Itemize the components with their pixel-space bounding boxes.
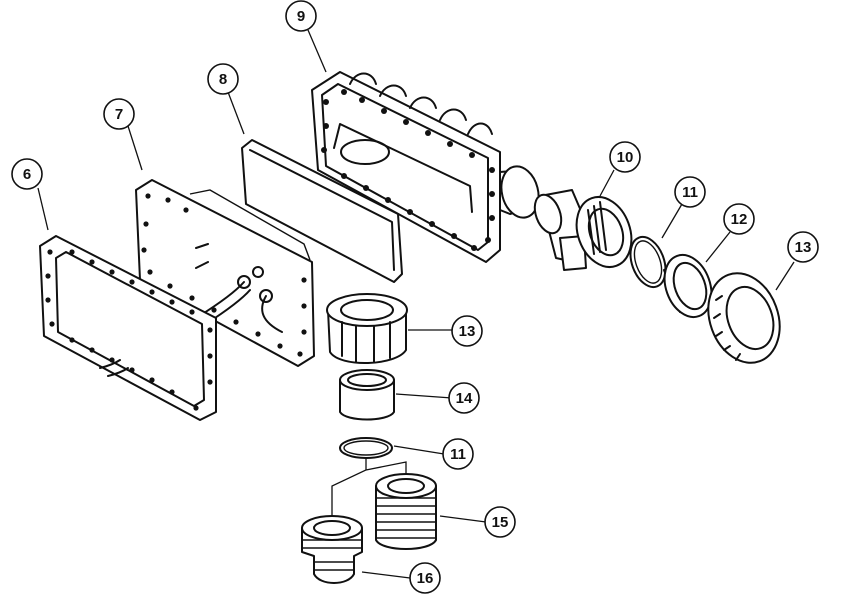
svg-text:16: 16 bbox=[417, 570, 434, 587]
part-8-gasket bbox=[241, 139, 403, 283]
callout-11-lower: 11 bbox=[442, 438, 474, 470]
svg-text:9: 9 bbox=[297, 8, 305, 25]
callout-12: 12 bbox=[723, 203, 755, 235]
part-7-faceplate bbox=[135, 179, 315, 367]
part-15-threaded-fitting bbox=[375, 473, 437, 550]
svg-text:13: 13 bbox=[459, 323, 476, 340]
callout-16: 16 bbox=[409, 562, 441, 594]
callout-9: 9 bbox=[285, 0, 317, 32]
svg-text:12: 12 bbox=[731, 211, 748, 228]
callout-6: 6 bbox=[11, 158, 43, 190]
callout-13-right: 13 bbox=[787, 231, 819, 263]
part-12-tailpiece bbox=[663, 254, 713, 318]
part-16-reducer-fitting bbox=[301, 515, 363, 584]
part-11-oring-upper bbox=[629, 235, 667, 289]
part-14-adapter bbox=[339, 369, 395, 421]
svg-text:10: 10 bbox=[617, 149, 634, 166]
part-13-union-nut-right bbox=[707, 272, 781, 364]
callout-11-upper: 11 bbox=[674, 176, 706, 208]
callout-15: 15 bbox=[484, 506, 516, 538]
callout-10: 10 bbox=[609, 141, 641, 173]
svg-text:14: 14 bbox=[456, 390, 473, 407]
svg-text:6: 6 bbox=[23, 166, 31, 183]
callout-8: 8 bbox=[207, 63, 239, 95]
callout-13-center: 13 bbox=[451, 315, 483, 347]
callout-14: 14 bbox=[448, 382, 480, 414]
part-9-body bbox=[311, 71, 540, 263]
part-6-outer-gasket bbox=[39, 235, 217, 421]
svg-text:11: 11 bbox=[682, 184, 698, 201]
part-13-union-nut-center bbox=[326, 293, 408, 364]
svg-text:13: 13 bbox=[795, 239, 812, 256]
svg-text:7: 7 bbox=[115, 106, 123, 123]
part-10-elbow bbox=[533, 189, 633, 271]
svg-text:11: 11 bbox=[450, 446, 466, 463]
svg-text:15: 15 bbox=[492, 514, 509, 531]
svg-text:8: 8 bbox=[219, 71, 227, 88]
callout-7: 7 bbox=[103, 98, 135, 130]
